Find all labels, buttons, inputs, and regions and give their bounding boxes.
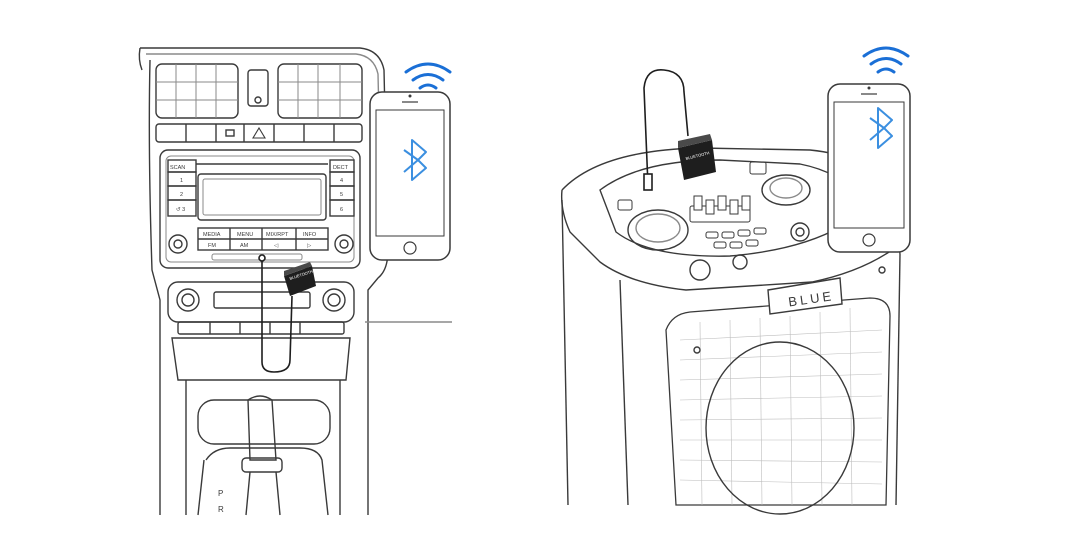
climate-control [167, 281, 355, 335]
speaker-aux-cable [643, 69, 689, 191]
bluetooth-adapter-icon: BLUETOOTH [284, 262, 316, 296]
bluetooth-adapter-icon-2: BLUETOOTH [678, 134, 716, 180]
smartphone-icon [369, 91, 451, 261]
gear-label-r: R [218, 505, 224, 514]
radio-btn-media: MEDIA [203, 232, 221, 238]
center-console [171, 337, 351, 516]
speaker-brand-label: BLUE [787, 288, 835, 309]
svg-text:BLUETOOTH: BLUETOOTH [685, 150, 710, 161]
wifi-icon [404, 62, 452, 90]
bluetooth-icon-2 [869, 107, 893, 149]
hazard-button-strip [155, 123, 363, 143]
radio-btn-scan: SCAN [170, 165, 185, 171]
gear-label-p: P [218, 489, 223, 498]
radio-btn-menu: MENU [237, 232, 253, 238]
radio-btn-5: 5 [340, 192, 343, 198]
radio-btn-3: ↺ 3 [176, 206, 185, 213]
car-radio [159, 149, 361, 269]
bluetooth-icon [403, 139, 427, 181]
smartphone-icon-2 [827, 83, 911, 253]
radio-btn-dect: DECT [333, 165, 349, 171]
radio-labels: SCAN 1 2 ↺ 3 DECT 4 5 6 MEDIA MENU MIX/R… [170, 165, 349, 249]
car-scene [138, 47, 452, 516]
car-aux-cable [258, 254, 293, 373]
radio-btn-fm: FM [208, 243, 216, 249]
wifi-icon-2 [862, 46, 910, 74]
radio-btn-prev: ◁ [274, 243, 279, 249]
radio-btn-1: 1 [180, 178, 183, 184]
radio-btn-2: 2 [180, 192, 183, 198]
radio-btn-next: ▷ [307, 243, 312, 249]
radio-btn-6: 6 [340, 207, 343, 213]
radio-btn-mixrpt: MIX/RPT [266, 232, 289, 238]
speaker-scene [560, 147, 901, 515]
air-vents [155, 63, 363, 119]
radio-btn-am: AM [240, 243, 249, 249]
radio-btn-info: INFO [303, 232, 317, 238]
radio-btn-4: 4 [340, 178, 343, 184]
